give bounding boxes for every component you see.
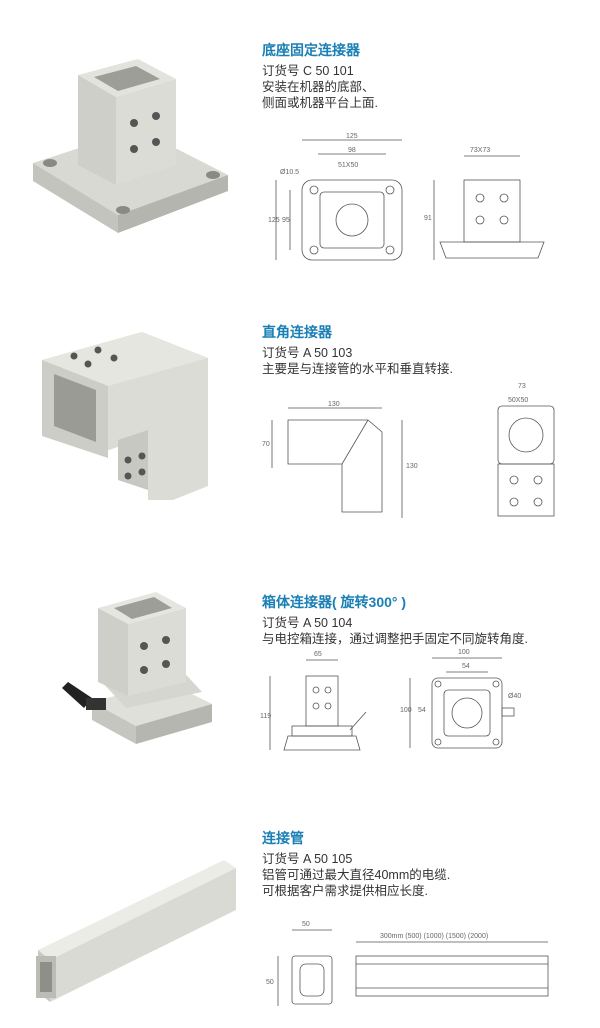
length-options: 300mm (500) (1000) (1500) (2000) — [380, 933, 488, 940]
dim-label: 50 — [266, 979, 274, 986]
dim-label: 50X50 — [508, 397, 528, 404]
product-title: 连接管 — [262, 830, 304, 846]
dim-label: 73 — [518, 383, 526, 390]
product-title: 直角连接器 — [262, 324, 332, 340]
description-line: 主要是与连接管的水平和垂直转接. — [262, 362, 453, 376]
right-angle-connector-side-drawing: 73 50X50 — [497, 383, 555, 517]
dim-label: 119 — [260, 713, 271, 720]
dim-label: Ø10.5 — [280, 169, 299, 176]
product-title: 底座固定连接器 — [262, 42, 360, 58]
order-number: 订货号 A 50 104 — [262, 616, 353, 630]
order-number: 订货号 A 50 103 — [262, 346, 353, 360]
right-angle-connector-text: 直角连接器 订货号 A 50 103 主要是与连接管的水平和垂直转接. — [262, 322, 592, 377]
box-connector-photo — [62, 592, 212, 744]
dim-label: 70 — [262, 441, 270, 448]
base-connector-side-drawing: 73X73 91 — [424, 147, 545, 260]
description-line: 侧面或机器平台上面. — [262, 96, 378, 110]
dim-label: 98 — [348, 147, 356, 154]
dim-label: 100 — [458, 649, 470, 656]
connecting-tube-length-drawing: 300mm (500) (1000) (1500) (2000) — [355, 933, 549, 997]
dim-label: 95 — [282, 217, 290, 224]
connecting-tube-section-drawing: 50 50 — [266, 921, 333, 1006]
dim-label: 125 — [346, 133, 358, 140]
product-section-box-connector: 箱体连接器( 旋转300° ) 订货号 A 50 104 与电控箱连接，通过调整… — [0, 540, 600, 790]
box-connector-front-drawing: 65 119 — [260, 651, 367, 751]
dim-label: 54 — [418, 707, 426, 714]
dim-label: 130 — [406, 463, 418, 470]
product-section-base-connector: 底座固定连接器 订货号 C 50 101 安装在机器的底部、 侧面或机器平台上面… — [0, 0, 600, 270]
description-line: 铝管可通过最大直径40mm的电缆. — [262, 868, 451, 882]
dim-label: Ø40 — [508, 693, 521, 700]
dim-label: 130 — [328, 401, 340, 408]
dim-label: 65 — [314, 651, 322, 658]
dim-label: 100 — [400, 707, 412, 714]
order-number: 订货号 C 50 101 — [262, 64, 354, 78]
base-connector-front-drawing: 125 98 51X50 Ø10.5 125 95 — [268, 133, 403, 261]
base-connector-text: 底座固定连接器 订货号 C 50 101 安装在机器的底部、 侧面或机器平台上面… — [262, 40, 592, 111]
dim-label: 125 — [268, 217, 280, 224]
connecting-tube-text: 连接管 订货号 A 50 105 铝管可通过最大直径40mm的电缆. 可根据客户… — [262, 828, 592, 899]
right-angle-connector-photo — [42, 332, 208, 500]
dim-label: 51X50 — [338, 162, 358, 169]
dim-label: 73X73 — [470, 147, 490, 154]
product-section-right-angle-connector: 直角连接器 订货号 A 50 103 主要是与连接管的水平和垂直转接. 130 … — [0, 270, 600, 540]
dim-label: 91 — [424, 215, 432, 222]
connecting-tube-photo — [36, 860, 236, 1002]
box-connector-top-drawing: 100 54 100 54 Ø40 — [400, 649, 521, 749]
description-line: 与电控箱连接，通过调整把手固定不同旋转角度. — [262, 632, 528, 646]
order-number: 订货号 A 50 105 — [262, 852, 353, 866]
product-section-connecting-tube: 连接管 订货号 A 50 105 铝管可通过最大直径40mm的电缆. 可根据客户… — [0, 790, 600, 1028]
base-connector-photo — [33, 59, 228, 233]
box-connector-text: 箱体连接器( 旋转300° ) 订货号 A 50 104 与电控箱连接，通过调整… — [262, 592, 592, 647]
dim-label: 54 — [462, 663, 470, 670]
dim-label: 50 — [302, 921, 310, 928]
description-line: 安装在机器的底部、 — [262, 80, 375, 94]
product-title: 箱体连接器( 旋转300° ) — [262, 594, 407, 610]
description-line: 可根据客户需求提供相应长度. — [262, 884, 428, 898]
right-angle-connector-drawing: 130 70 130 — [262, 401, 418, 518]
